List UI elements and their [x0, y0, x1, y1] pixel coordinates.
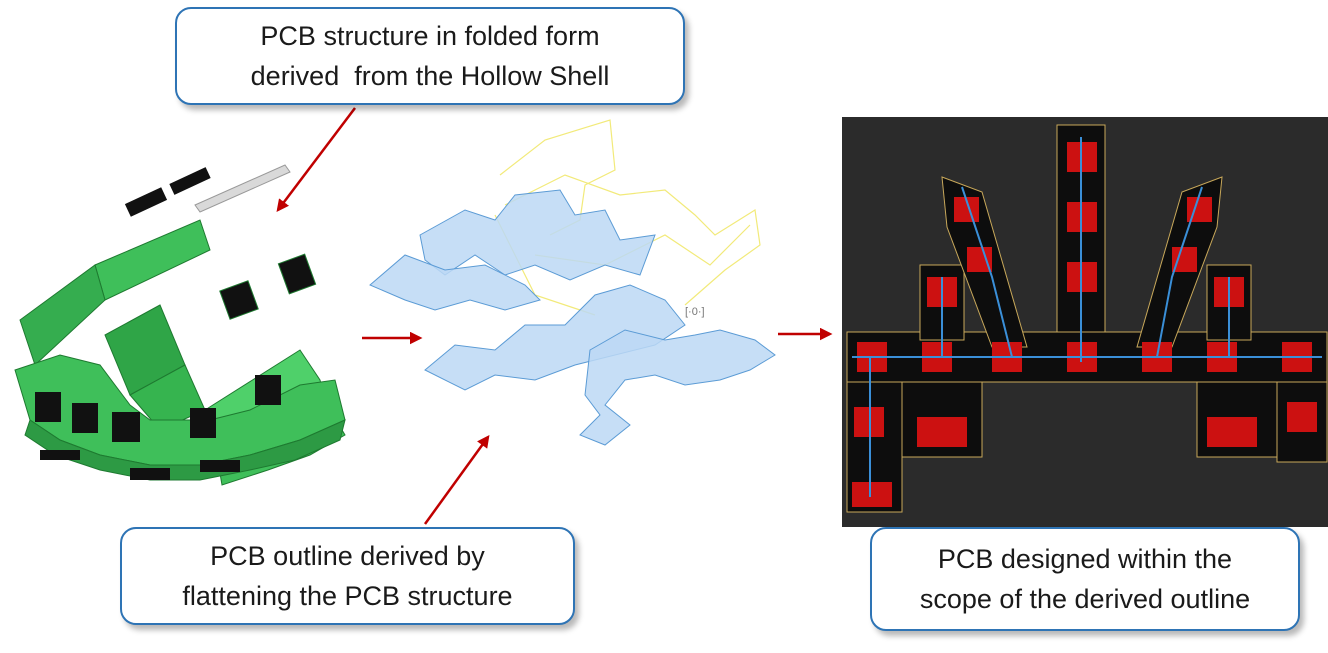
flattened-outline-illustration: [·0·] [369, 119, 776, 446]
pcb-design-panel [842, 117, 1328, 527]
callout-pcb-designed: PCB designed within the scope of the der… [870, 527, 1300, 631]
callout-flattened-outline: PCB outline derived by flattening the PC… [120, 527, 575, 625]
callout-folded-line2: derived from the Hollow Shell [250, 61, 610, 91]
callout-folded-structure: PCB structure in folded form derived fro… [175, 7, 685, 105]
folded-pcb-illustration [14, 164, 346, 486]
callout-designed-line1: PCB designed within the [937, 544, 1233, 574]
arrow-to-outline [423, 434, 490, 525]
arrow-to-folded [276, 107, 356, 212]
callout-designed-line2: scope of the derived outline [919, 584, 1251, 614]
pcb-layout-drawing [846, 124, 1328, 513]
svg-text:[·0·]: [·0·] [685, 306, 705, 318]
callout-outline-line2: flattening the PCB structure [182, 581, 513, 611]
callout-folded-line1: PCB structure in folded form [260, 21, 600, 51]
callout-outline-line1: PCB outline derived by [210, 541, 485, 571]
